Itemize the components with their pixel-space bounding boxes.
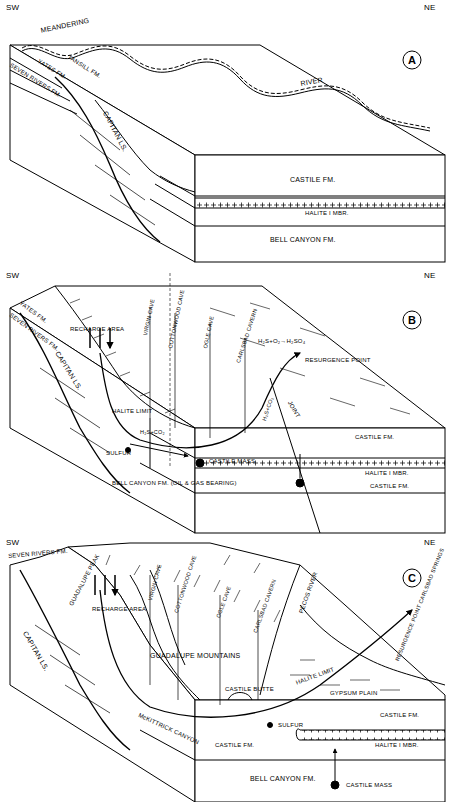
formation-label: GUADALUPE MOUNTAINS bbox=[150, 652, 240, 659]
gas-arrow bbox=[130, 444, 300, 478]
ne-face bbox=[195, 155, 445, 262]
block-b bbox=[10, 273, 445, 533]
block-c bbox=[10, 543, 445, 802]
formation-label: SW bbox=[6, 539, 19, 547]
formation-label: BELL CANYON FM. bbox=[270, 236, 336, 243]
reef-margin bbox=[55, 77, 160, 242]
formation-label: CASTILE BUTTE bbox=[225, 686, 274, 692]
panel-letter: B bbox=[402, 310, 422, 330]
panel-letter: A bbox=[402, 50, 422, 70]
castile-mass bbox=[196, 459, 204, 467]
cave-shafts bbox=[150, 308, 245, 438]
formation-label: SULFUR bbox=[278, 722, 303, 728]
flow-path bbox=[100, 353, 300, 448]
formation-label: HALITE I MBR. bbox=[365, 470, 409, 476]
castile-mass bbox=[331, 781, 339, 789]
plain-hachures bbox=[290, 660, 400, 690]
formation-label: NE bbox=[424, 539, 436, 547]
formation-label: CASTILE FM. bbox=[370, 483, 409, 489]
halite-band bbox=[195, 198, 445, 208]
formation-label: GYPSUM PLAIN bbox=[330, 690, 377, 696]
formation-label: HALITE I MBR. bbox=[305, 210, 349, 216]
formation-label: SW bbox=[6, 4, 19, 12]
river bbox=[22, 46, 430, 128]
halite-contact bbox=[195, 198, 445, 208]
letter-circle bbox=[403, 311, 421, 329]
recharge-arrows bbox=[95, 575, 115, 595]
castile-contact bbox=[150, 176, 445, 226]
formation-label: CASTILE FM. bbox=[355, 434, 394, 440]
mckittrick-canyon bbox=[130, 570, 200, 700]
letter-circle bbox=[403, 51, 421, 69]
gypsum-scarp bbox=[260, 565, 300, 695]
formation-label: NE bbox=[424, 272, 436, 280]
formation-label: NE bbox=[424, 4, 436, 12]
sw-face bbox=[10, 308, 195, 533]
panel-letter-text: C bbox=[402, 568, 422, 588]
river bbox=[22, 49, 430, 131]
formation-label: MEANDERING bbox=[40, 17, 90, 34]
letter-circle bbox=[403, 569, 421, 587]
halite-limit bbox=[150, 418, 151, 468]
block-a bbox=[10, 45, 445, 262]
formation-label: CASTILE MASS bbox=[346, 782, 392, 788]
formation-label: RESURGENCE POINT CARLSBAD SPRINGS bbox=[395, 548, 445, 662]
formation-label: CASTILE MASS bbox=[209, 458, 255, 464]
reef-foresets bbox=[70, 110, 155, 225]
formation-label: SULFUR bbox=[106, 450, 131, 456]
formation-label: CASTILE FM. bbox=[380, 712, 419, 718]
formation-label: H₂S+O₂→H₂SO₄ bbox=[258, 338, 305, 344]
ne-face bbox=[195, 700, 445, 802]
formation-label: H₂S+CO₂ bbox=[140, 430, 165, 436]
sw-face bbox=[10, 547, 195, 802]
halite-band bbox=[195, 458, 445, 468]
formation-label: BELL CANYON FM. (OIL & GAS BEARING) bbox=[112, 480, 237, 486]
flow-path bbox=[100, 590, 412, 717]
formation-label: HALITE I MBR. bbox=[375, 742, 419, 748]
panel-letter-text: A bbox=[402, 50, 422, 70]
formation-label: SW bbox=[6, 272, 19, 280]
formation-label: BELL CANYON FM. bbox=[250, 775, 316, 782]
formation-label: RESURGENCE POINT bbox=[305, 357, 371, 363]
cave-shafts bbox=[150, 575, 258, 705]
section-line bbox=[170, 273, 171, 468]
formation-label: RECHARGE AREA bbox=[70, 326, 124, 332]
formation-label: CASTILE FM. bbox=[290, 176, 335, 183]
castile-butte bbox=[228, 693, 252, 701]
escarpment bbox=[55, 286, 195, 428]
slope-hachures bbox=[70, 299, 410, 414]
formation-label: CASTILE FM. bbox=[215, 742, 254, 748]
formation-label: RECHARGE AREA bbox=[92, 606, 146, 612]
halite-band bbox=[300, 730, 445, 740]
joint bbox=[270, 378, 320, 533]
gas-arrow bbox=[335, 749, 336, 781]
reef-margin bbox=[20, 313, 130, 493]
castile-mass bbox=[296, 479, 304, 487]
reef-front bbox=[95, 100, 195, 192]
panel-letter-text: B bbox=[402, 310, 422, 330]
panel-letter: C bbox=[402, 568, 422, 588]
formation-label: HALITE LIMIT bbox=[112, 408, 152, 414]
sulfur-deposit bbox=[268, 723, 273, 728]
